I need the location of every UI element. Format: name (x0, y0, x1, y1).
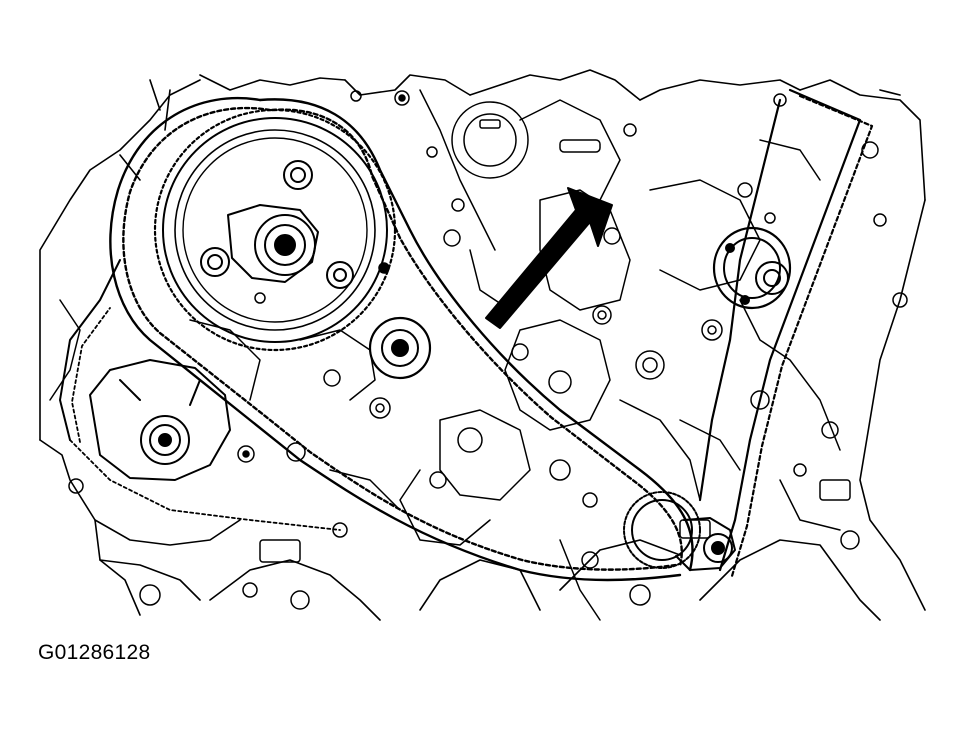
timing-chain-diagram (39, 69, 926, 621)
timing-chain-primary (59, 96, 694, 582)
chain-tensioner-left (89, 359, 231, 481)
direction-arrow (485, 187, 613, 329)
idler-sprocket-right (712, 226, 792, 310)
idler-pulley-center (368, 316, 432, 380)
figure-code: G01286128 (38, 641, 151, 664)
engine-component-details (49, 89, 908, 621)
timing-chain-secondary (698, 88, 901, 578)
engine-block-outline (39, 69, 926, 621)
